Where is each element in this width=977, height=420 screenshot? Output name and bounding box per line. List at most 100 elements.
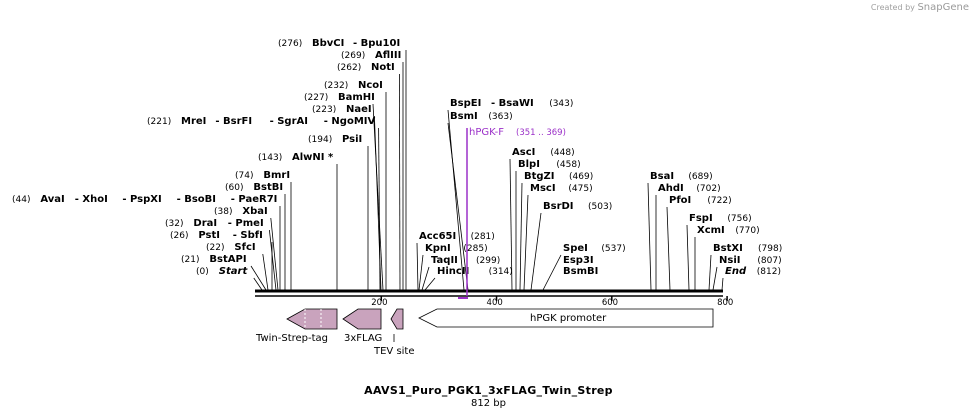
site-acc65i[interactable]: Acc65I (281) xyxy=(419,231,495,242)
site-psti[interactable]: (26)PstI- SbfI xyxy=(170,230,263,241)
feature-tev-site[interactable]: TEV site xyxy=(373,308,415,357)
ruler-label: 400 xyxy=(487,298,503,308)
site-labels: (276)BbvCI- Bpu10I(269)AflIII(262)NotI (2… xyxy=(12,38,782,277)
site-connector xyxy=(269,229,277,291)
feature-3xflag[interactable]: 3xFLAG xyxy=(342,308,382,344)
site-position: (281) xyxy=(471,232,495,242)
site-label: BmrI xyxy=(263,170,290,181)
site-label: BlpI xyxy=(518,159,540,170)
site-label: - NgoMIV xyxy=(324,116,376,127)
site-sfci[interactable]: (22)SfcI xyxy=(206,242,256,253)
site-label: XcmI xyxy=(697,225,725,236)
site-spei[interactable]: SpeI(537) xyxy=(563,243,626,254)
site-naei[interactable]: (223)NaeI xyxy=(312,104,372,115)
site-nsii[interactable]: NsiI(807) xyxy=(719,255,782,266)
site-esp3i[interactable]: Esp3I xyxy=(563,255,594,266)
site-label: PsiI xyxy=(342,134,362,145)
site-xbai[interactable]: (38)XbaI xyxy=(214,206,268,217)
site-label: - PaeR7I xyxy=(231,194,278,205)
site-connector xyxy=(542,254,562,291)
site-label: BstBI xyxy=(253,182,283,193)
site-bstapi[interactable]: (21) BstAPI xyxy=(181,254,247,265)
site-position: (227) xyxy=(304,93,328,103)
site-position: (143) xyxy=(258,153,282,163)
site-position: (26) xyxy=(170,231,188,241)
site-label: BstAPI xyxy=(209,254,246,265)
site-bsrdi[interactable]: BsrDI(503) xyxy=(543,201,612,212)
site-position: (475) xyxy=(568,184,592,194)
feature-hpgk-promoter[interactable]: hPGK promoter xyxy=(418,308,714,328)
site-afliii[interactable]: (269)AflIII xyxy=(341,50,401,61)
site-bstxi[interactable]: BstXI(798) xyxy=(713,243,782,254)
site-bsmi[interactable]: BsmI (363) xyxy=(450,111,513,122)
site-position: (285) xyxy=(463,244,487,254)
site-label: BtgZI xyxy=(524,171,555,182)
site-noti[interactable]: (262)NotI xyxy=(337,62,395,73)
site-position: (276) xyxy=(278,39,302,49)
site-mrei[interactable]: (221)MreI- BsrFI- SgrAI- NgoMIV xyxy=(147,116,376,127)
site-label: - SbfI xyxy=(233,230,263,241)
site-connector xyxy=(708,254,712,291)
site-ncoi[interactable]: (232)NcoI xyxy=(324,80,383,91)
site-taqii[interactable]: TaqII(299) xyxy=(431,255,500,266)
site-position: (0) xyxy=(196,267,209,277)
site-psii[interactable]: (194)PsiI xyxy=(308,134,362,145)
site-bspei[interactable]: BspEI- BsaWI(343) xyxy=(450,98,573,109)
site-label: End xyxy=(725,266,747,277)
site-position: (21) xyxy=(181,255,199,265)
site-connector xyxy=(447,109,465,291)
site-alwni[interactable]: (143)AlwNI * xyxy=(258,152,334,163)
site-position: (314) xyxy=(489,267,513,277)
site-connector xyxy=(372,103,384,291)
site-position: (60) xyxy=(225,183,243,193)
site-end[interactable]: End(812) xyxy=(725,266,781,277)
site-position: (537) xyxy=(601,244,625,254)
site-label: Acc65I xyxy=(419,231,456,242)
site-bmri[interactable]: (74)BmrI xyxy=(235,170,290,181)
site-connector xyxy=(421,266,430,291)
site-label: NotI xyxy=(371,62,395,73)
site-position: (221) xyxy=(147,117,171,127)
site-position: (38) xyxy=(214,207,232,217)
site-pfoi[interactable]: PfoI(722) xyxy=(669,195,732,206)
site-position: (343) xyxy=(549,99,573,109)
site-avai[interactable]: (44)AvaI- XhoI- PspXI- BsoBI- PaeR7I xyxy=(12,194,277,205)
site-bamhi[interactable]: (227)BamHI xyxy=(304,92,375,103)
site-position: (363) xyxy=(488,112,512,122)
primer-label: hPGK-F xyxy=(469,127,504,138)
site-bsmbi[interactable]: BsmBI xyxy=(563,266,598,277)
site-ahdi[interactable]: AhdI(702) xyxy=(658,183,721,194)
site-label: KpnI xyxy=(425,243,451,254)
site-drai[interactable]: (32)DraI- PmeI xyxy=(165,218,264,229)
site-kpni[interactable]: KpnI (285) xyxy=(425,243,488,254)
site-position: (807) xyxy=(757,256,781,266)
site-bstbi[interactable]: (60) BstBI xyxy=(225,182,283,193)
sequence-map: (276)BbvCI- Bpu10I(269)AflIII(262)NotI (2… xyxy=(12,38,782,357)
site-connector xyxy=(416,242,419,291)
site-connector xyxy=(253,277,263,291)
site-label: Esp3I xyxy=(563,255,594,266)
site-msci[interactable]: MscI(475) xyxy=(530,183,593,194)
site-label: AflIII xyxy=(375,50,401,61)
site-connector xyxy=(424,277,436,291)
site-blpi[interactable]: BlpI(458) xyxy=(518,159,581,170)
site-fspi[interactable]: FspI(756) xyxy=(689,213,752,224)
site-position: (702) xyxy=(696,184,720,194)
primer-hpgk-f[interactable]: hPGK-F (351 .. 369) xyxy=(458,127,566,299)
site-hincii[interactable]: HincII(314) xyxy=(437,266,513,277)
site-asci[interactable]: AscI(448) xyxy=(512,147,575,158)
site-bsai[interactable]: BsaI(689) xyxy=(650,171,713,182)
site-label: Start xyxy=(219,266,249,277)
site-label: - XhoI xyxy=(75,194,108,205)
site-xcmi[interactable]: XcmI(770) xyxy=(697,225,760,236)
site-label: BsrDI xyxy=(543,201,574,212)
site-bbvci[interactable]: (276)BbvCI- Bpu10I xyxy=(278,38,400,49)
site-connector xyxy=(712,266,718,291)
site-btgzi[interactable]: BtgZI(469) xyxy=(524,171,593,182)
site-label: BsmI xyxy=(450,111,478,122)
site-connector xyxy=(686,224,690,291)
site-position: (232) xyxy=(324,81,348,91)
site-start[interactable]: (0) Start xyxy=(196,266,248,277)
feature-twin-strep-tag[interactable]: Twin-Strep-tag xyxy=(255,308,338,344)
